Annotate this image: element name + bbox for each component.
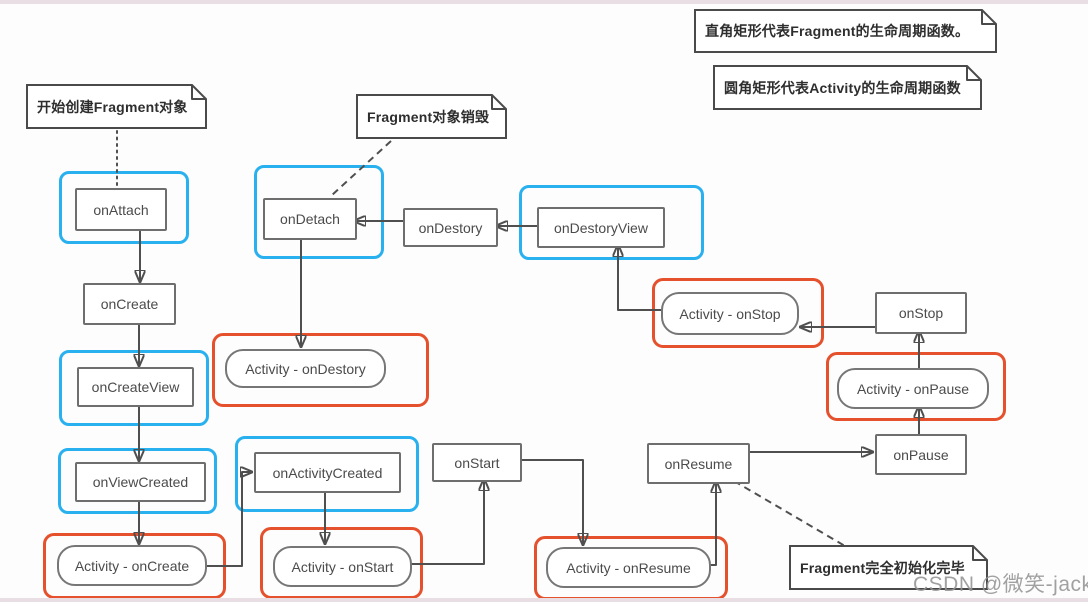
- note-legend-rect-text: 直角矩形代表Fragment的生命周期函数。: [705, 23, 970, 39]
- node-onActivityCreated: onActivityCreated: [254, 452, 401, 493]
- node-onCreate: onCreate: [83, 283, 176, 325]
- arrow-activity-onStart-to-onStart: [408, 479, 484, 565]
- note-legend-rounded: 圆角矩形代表Activity的生命周期函数: [713, 65, 982, 110]
- highlight-activity-onDestory: [212, 333, 429, 407]
- note-init-done: Fragment完全初始化完毕: [789, 545, 988, 590]
- node-onStart: onStart: [432, 443, 522, 482]
- highlight-onAttach: [59, 171, 189, 244]
- arrow-activity-onCreate-to-onActivityCreated: [203, 472, 252, 567]
- video-artifact-bottom: [0, 598, 1088, 602]
- dashed-link-onResume-to-initnote: [733, 480, 846, 547]
- node-onResume: onResume: [647, 443, 750, 484]
- note-start-create: 开始创建Fragment对象: [26, 84, 207, 129]
- arrow-activity-onResume-to-onResume: [707, 481, 716, 566]
- node-onDetach: onDetach: [263, 198, 357, 240]
- note-fragment-destroy-text: Fragment对象销毁: [367, 108, 490, 125]
- highlight-onCreateView: [59, 350, 209, 426]
- arrow-activity-onStop-to-onDestoryView: [618, 245, 661, 311]
- node-activity-onPause: Activity - onPause: [837, 368, 989, 409]
- csdn-watermark: CSDN @微笑-jack: [913, 573, 1088, 596]
- video-artifact-top: [0, 0, 1088, 4]
- highlight-onDestoryView: [519, 185, 704, 260]
- note-legend-rounded-text: 圆角矩形代表Activity的生命周期函数: [724, 79, 961, 96]
- node-onDestoryView: onDestoryView: [537, 207, 665, 248]
- node-onDestory: onDestory: [403, 208, 498, 247]
- node-onCreateView: onCreateView: [77, 367, 194, 407]
- node-activity-onStart: Activity - onStart: [273, 546, 412, 587]
- node-activity-onResume: Activity - onResume: [546, 547, 711, 588]
- node-onPause: onPause: [875, 434, 967, 475]
- note-shape: [356, 94, 507, 139]
- node-activity-onStop: Activity - onStop: [661, 292, 799, 335]
- node-onViewCreated: onViewCreated: [75, 462, 206, 502]
- note-shape: [694, 9, 997, 53]
- arrow-onStart-to-activity-onResume: [518, 459, 583, 545]
- note-legend-rect: 直角矩形代表Fragment的生命周期函数。: [694, 9, 997, 53]
- note-init-done-text: Fragment完全初始化完毕: [800, 559, 965, 576]
- highlight-activity-onPause: [826, 352, 1006, 421]
- node-activity-onCreate: Activity - onCreate: [57, 545, 207, 586]
- highlight-activity-onStop: [652, 278, 824, 348]
- note-shape: [713, 65, 982, 110]
- note-start-create-text: 开始创建Fragment对象: [37, 98, 188, 115]
- note-shape: [789, 545, 988, 590]
- highlight-onDetach: [254, 165, 384, 259]
- note-shape: [26, 84, 207, 129]
- dashed-link-destroynote-to-onDetach: [330, 140, 392, 197]
- node-onStop: onStop: [875, 292, 967, 334]
- node-activity-onDestory: Activity - onDestory: [225, 349, 386, 388]
- highlight-onActivityCreated: [235, 436, 419, 512]
- note-fragment-destroy: Fragment对象销毁: [356, 94, 507, 139]
- node-onAttach: onAttach: [75, 188, 167, 231]
